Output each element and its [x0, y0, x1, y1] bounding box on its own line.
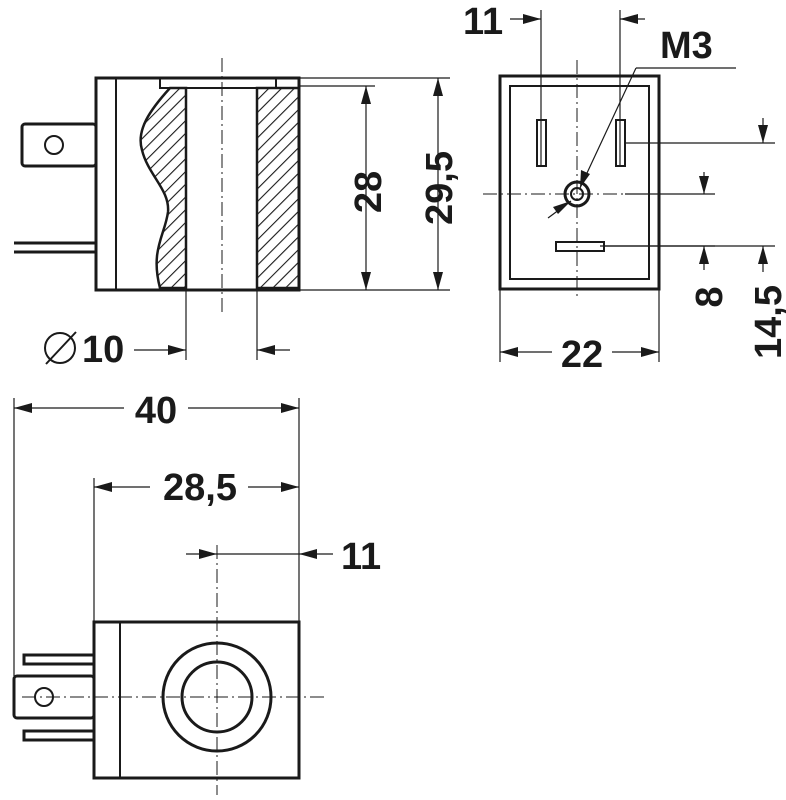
dim-connector-width: 22 — [561, 334, 603, 376]
connector-outline — [498, 74, 661, 291]
dim-pin-offset-large: 14,5 — [748, 285, 786, 359]
dim-pin-spacing: 11 — [463, 1, 503, 43]
coil-body — [92, 620, 301, 780]
dim-overall-length: 40 — [135, 390, 177, 432]
dim-axis-offset: 11 — [341, 536, 381, 578]
dim-outer-height: 29,5 — [419, 151, 461, 225]
terminal-tab — [14, 122, 98, 254]
section-view: 28 29,5 10 — [14, 58, 461, 371]
front-view: 40 28,5 11 — [12, 390, 381, 795]
dim-pin-offset-small: 8 — [689, 286, 731, 307]
dim-inner-height: 28 — [348, 171, 390, 213]
svg-text:10: 10 — [82, 329, 124, 371]
winding-section-left — [139, 86, 188, 290]
connector-face-view: 11 M3 8 14,5 22 — [463, 1, 786, 376]
winding-section-right — [255, 86, 301, 290]
dim-body-length: 28,5 — [163, 467, 237, 509]
pin-ground — [555, 241, 605, 252]
label-thread: M3 — [660, 25, 713, 67]
dim-bore-diameter: 10 — [44, 329, 124, 371]
